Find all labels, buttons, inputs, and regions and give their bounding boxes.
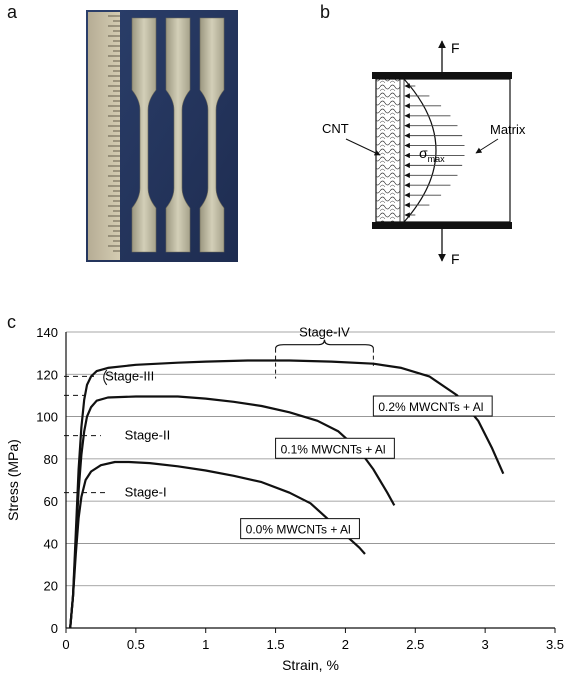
y-axis-label: Stress (MPa) bbox=[5, 439, 21, 521]
x-tick-label: 1 bbox=[202, 637, 209, 652]
series-label-text: 0.1% MWCNTs + Al bbox=[281, 442, 386, 456]
cnt-pointer-arrow bbox=[345, 138, 381, 156]
y-tick-label: 80 bbox=[44, 452, 58, 467]
series-label-box bbox=[275, 437, 395, 459]
panel-label-a: a bbox=[7, 2, 18, 22]
stage-annotations: Stage-IV Stage-III Stage-II Stage-I bbox=[103, 325, 374, 500]
cnt-matrix-schematic: F F CNT Matrix σmax bbox=[322, 40, 526, 267]
x-tick-label: 3.5 bbox=[546, 637, 564, 652]
force-label-bottom: F bbox=[451, 251, 460, 267]
specimen-2 bbox=[165, 17, 191, 253]
ruler bbox=[88, 12, 120, 260]
y-tick-label: 100 bbox=[36, 410, 58, 425]
stage-i-label: Stage-I bbox=[125, 485, 167, 500]
cnt-label: CNT bbox=[322, 121, 349, 136]
stage-iii-label: Stage-III bbox=[105, 368, 154, 383]
dogbone-specimens bbox=[131, 17, 225, 253]
series-labels: 0.0% MWCNTs + Al 0.1% MWCNTs + Al 0.2% MWC… bbox=[240, 395, 493, 540]
series-label-text: 0.2% MWCNTs + Al bbox=[378, 400, 483, 414]
cnt-region bbox=[375, 78, 401, 223]
matrix-pointer-arrow bbox=[475, 138, 499, 154]
chart-axes bbox=[65, 332, 556, 633]
series-line-0 bbox=[69, 460, 366, 629]
x-tick-label: 2 bbox=[342, 637, 349, 652]
x-tick-label: 0.5 bbox=[127, 637, 145, 652]
chart-gridlines bbox=[66, 331, 555, 629]
y-tick-label: 60 bbox=[44, 494, 58, 509]
series-label-1: 0.1% MWCNTs + Al bbox=[275, 437, 395, 459]
specimen-3 bbox=[199, 17, 225, 253]
x-axis-label: Strain, % bbox=[282, 657, 339, 673]
y-tick-label: 20 bbox=[44, 579, 58, 594]
series-label-0: 0.0% MWCNTs + Al bbox=[240, 518, 360, 540]
series-label-box bbox=[240, 518, 360, 540]
x-tick-label: 0 bbox=[62, 637, 69, 652]
panel-label-c: c bbox=[7, 312, 16, 332]
x-tick-label: 2.5 bbox=[406, 637, 424, 652]
force-label-top: F bbox=[451, 40, 460, 56]
y-tick-label: 120 bbox=[36, 367, 58, 382]
series-label-box bbox=[372, 395, 493, 417]
series-label-text: 0.0% MWCNTs + Al bbox=[246, 523, 351, 537]
stage-iv-brace bbox=[274, 339, 374, 349]
panel-label-b: b bbox=[320, 2, 331, 22]
y-tick-label: 40 bbox=[44, 536, 58, 551]
stage-iii-brace bbox=[103, 369, 108, 386]
y-tick-label: 140 bbox=[36, 325, 58, 340]
stress-strain-chart: 0 20 40 60 80 100 120 140 0 0.5 1 1.5 2 2.5 3 3.5 Stre… bbox=[5, 325, 564, 673]
specimen-1 bbox=[131, 17, 157, 253]
x-tick-label: 3 bbox=[482, 637, 489, 652]
y-tick-labels: 0 20 40 60 80 100 120 140 bbox=[36, 325, 58, 636]
sigma-max-label: σmax bbox=[419, 145, 445, 164]
series-label-2: 0.2% MWCNTs + Al bbox=[372, 395, 493, 417]
series-line-1 bbox=[69, 395, 396, 629]
specimen-photo bbox=[86, 10, 238, 262]
x-tick-labels: 0 0.5 1 1.5 2 2.5 3 3.5 bbox=[62, 637, 564, 652]
stress-arrows bbox=[404, 83, 465, 218]
matrix-label: Matrix bbox=[490, 122, 526, 137]
top-grip bbox=[372, 72, 512, 79]
series-line-2 bbox=[69, 359, 505, 629]
stage-iv-label: Stage-IV bbox=[299, 325, 350, 340]
bottom-grip bbox=[372, 222, 512, 229]
y-tick-label: 0 bbox=[51, 621, 58, 636]
stage-ii-label: Stage-II bbox=[125, 428, 171, 443]
x-tick-label: 1.5 bbox=[267, 637, 285, 652]
